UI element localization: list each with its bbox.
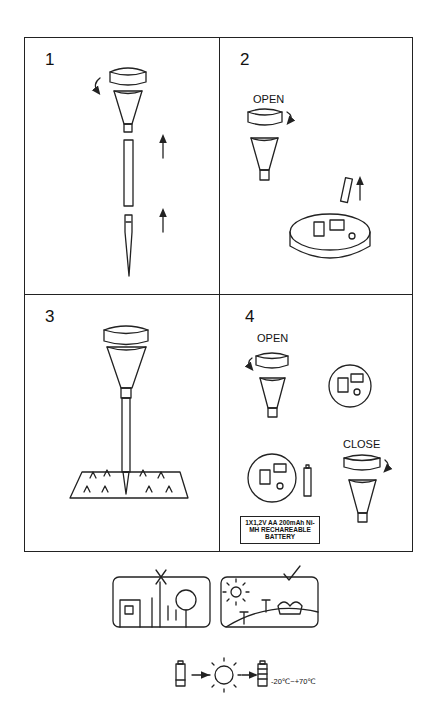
open-cap (248, 109, 370, 258)
step-panel: 2OPEN (219, 37, 413, 295)
exploded-lamp (95, 68, 163, 276)
action-label: OPEN (257, 332, 288, 344)
action-label: CLOSE (343, 438, 380, 450)
battery-change (248, 353, 388, 522)
placement-icons (113, 566, 318, 627)
battery-spec-box: 1X1,2V AA 200mAh Ni-MH RECHAREABLE BATTE… (240, 516, 320, 544)
step-number: 4 (245, 308, 254, 327)
temperature-range: -20℃~+70℃ (271, 678, 316, 686)
step-number: 2 (240, 51, 249, 70)
step-number: 3 (45, 308, 54, 327)
battery-spec: 1X1,2V AA 200mAh Ni-MH RECHAREABLE BATTE… (244, 519, 316, 540)
step-number: 1 (45, 51, 54, 70)
step-panel: 3 (24, 294, 220, 552)
step-panel: 4OPEN CLOSE 1X1,2V AA 200mAh Ni-MH RECHARE… (219, 294, 413, 552)
assembled-lamp (70, 326, 188, 498)
action-label: OPEN (253, 93, 284, 105)
step-panel: 1 (24, 37, 220, 295)
charging-icons (176, 658, 267, 692)
